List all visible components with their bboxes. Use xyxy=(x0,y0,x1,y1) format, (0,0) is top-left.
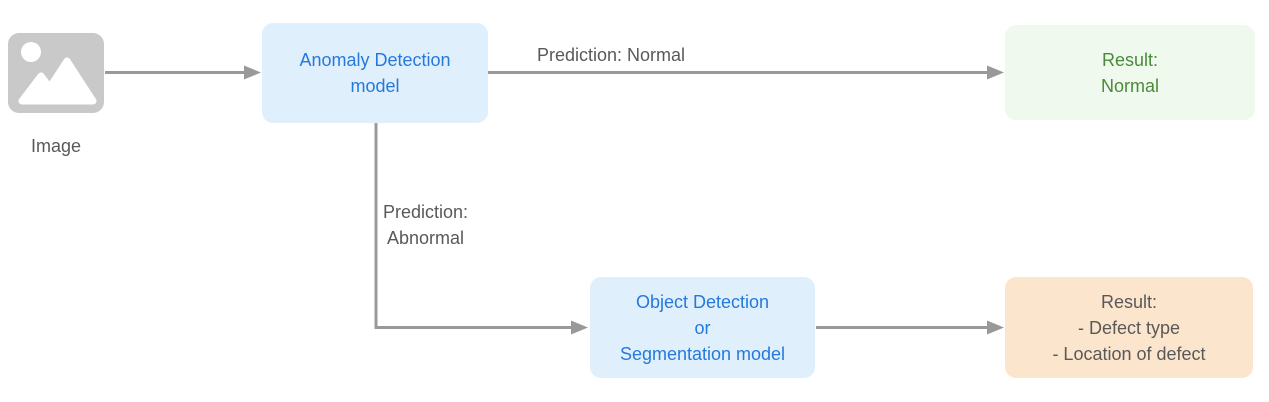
result-normal-node: Result: Normal xyxy=(1005,25,1255,120)
prediction-abnormal-label: Prediction: Abnormal xyxy=(383,199,468,251)
image-label: Image xyxy=(30,136,82,156)
object-detection-segmentation-model-node: Object Detection or Segmentation model xyxy=(590,277,815,378)
image-placeholder-icon xyxy=(8,33,104,113)
image-node: Image xyxy=(8,33,104,157)
node-label-line: Object Detection xyxy=(635,291,770,312)
node-label-line: Result: xyxy=(1100,291,1158,312)
result-defect-node: Result: - Defect type - Location of defe… xyxy=(1005,277,1253,378)
edge-label-line: Prediction: xyxy=(383,202,469,222)
node-label-line: Segmentation model xyxy=(619,343,786,364)
node-label-line: Anomaly Detection xyxy=(299,50,451,70)
node-label-line: - Defect type xyxy=(1077,317,1181,338)
node-label-line: - Location of defect xyxy=(1052,343,1206,364)
arrow-detection-to-result-defect xyxy=(816,320,1004,335)
prediction-normal-label: Prediction: Normal xyxy=(537,45,686,65)
node-label-line: or xyxy=(694,317,711,338)
node-label-line: Normal xyxy=(1100,75,1159,96)
arrow-anomaly-to-result-normal xyxy=(488,65,1004,80)
edge-label-line: Abnormal xyxy=(387,228,465,248)
anomaly-detection-model-node: Anomaly Detection model xyxy=(262,23,488,123)
node-label-line: model xyxy=(350,76,400,96)
arrow-anomaly-to-detection xyxy=(374,123,588,335)
arrow-image-to-anomaly xyxy=(105,65,261,80)
node-label-line: Result: xyxy=(1101,49,1159,70)
